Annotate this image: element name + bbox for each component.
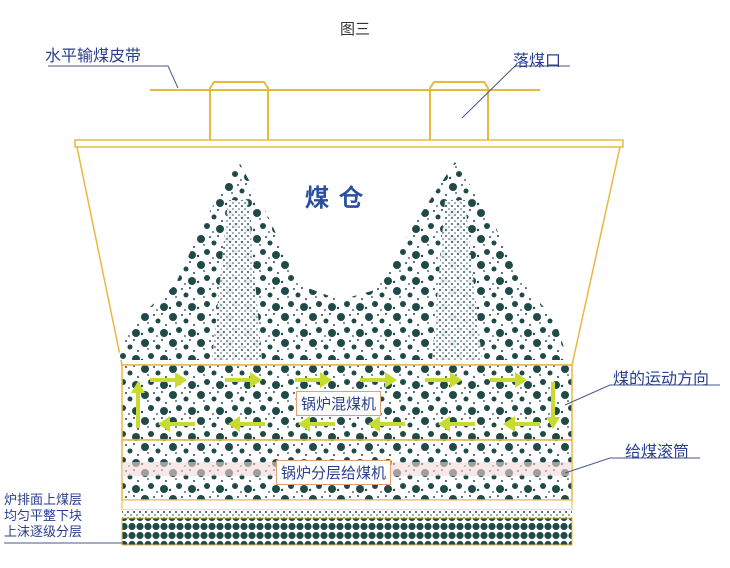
grate-note-line: 上沫逐级分层 [4,525,83,540]
label-grate-note: 炉排面上煤层 均匀平整下块 上沫逐级分层 [4,493,82,541]
label-motion-direction: 煤的运动方向 [613,369,710,388]
gap [121,499,573,511]
arrow-right-icon [425,372,462,388]
arrow-up-icon [131,381,145,428]
label-layered-feeder: 锅炉分层给煤机 [276,460,392,485]
arrow-left-icon [503,416,540,432]
grate-note-line: 均匀平整下块 [4,509,83,524]
leader-lines [4,65,720,544]
figure-title: 图三 [340,20,371,38]
arrow-left-icon [298,416,335,432]
drop-chute-right [429,81,489,140]
arrow-left-icon [228,416,265,432]
arrow-right-icon [225,372,262,388]
arrow-down-icon [546,382,560,429]
label-bunker: 煤仓 [305,184,373,212]
arrow-left-icon [438,416,475,432]
arrow-right-icon [295,372,332,388]
label-mixer: 锅炉混煤机 [296,391,382,416]
label-drop-port: 落煤口 [513,51,562,70]
fine-coal-stream-right [432,200,482,360]
label-belt: 水平输煤皮带 [45,46,142,65]
grate-lumps [121,517,573,546]
arrow-right-icon [360,372,397,388]
grate-fines [122,510,572,518]
arrow-left-icon [158,416,195,432]
coal-motion-arrows [131,372,560,432]
arrow-left-icon [368,416,405,432]
label-feed-drum: 给煤滚筒 [625,442,690,461]
bunker-top [74,139,624,148]
drop-chute-left [209,81,269,140]
grate-note-line: 炉排面上煤层 [4,493,83,508]
fine-coal-stream-left [212,200,262,360]
arrow-right-icon [490,372,527,388]
arrow-right-icon [150,372,187,388]
